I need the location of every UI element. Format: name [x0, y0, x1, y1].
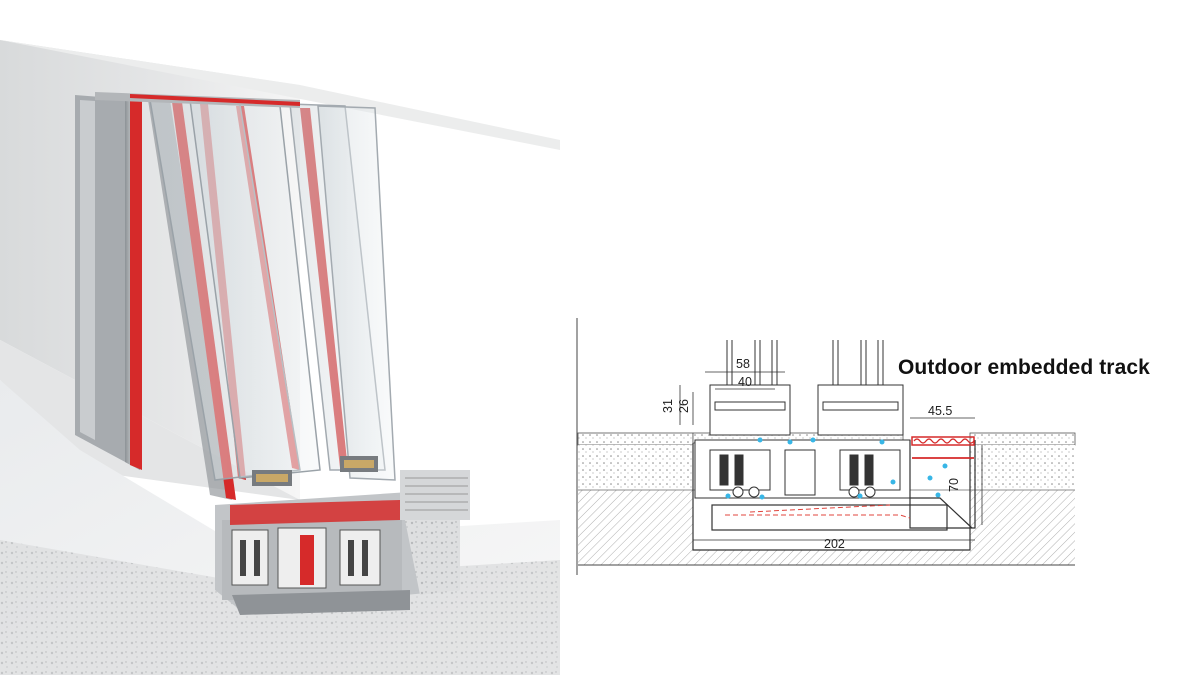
dimension-frame-outer: 31: [661, 399, 675, 413]
drainage-gutter: [909, 440, 976, 529]
sash-profiles: [709, 384, 904, 436]
dimension-lines: [679, 371, 983, 541]
water-drops: [725, 437, 948, 500]
dimension-glass-inner: 40: [738, 375, 752, 389]
track-channel: [692, 443, 971, 551]
ground-layers: [577, 432, 1076, 566]
dimension-total-width: 202: [824, 537, 845, 551]
sliding-door-cutaway-render: [0, 40, 560, 675]
track-cross-section-drawing: 58 40 31 26 45.5 70 202: [576, 318, 1076, 575]
dimension-glass-outer: 58: [736, 357, 750, 371]
gutter-grille: [911, 436, 975, 459]
glass-spacers: [252, 456, 378, 486]
glass-units: [726, 340, 884, 390]
dimension-gutter-width: 45.5: [928, 404, 952, 418]
head-profile: [95, 92, 300, 108]
frame-profiles: [694, 439, 911, 499]
dimension-gutter-depth: 70: [947, 478, 961, 492]
bottom-track-section: [215, 470, 470, 615]
water-flow-path: [725, 504, 911, 519]
dimension-frame-inner: 26: [677, 399, 691, 413]
diagram-title: Outdoor embedded track: [898, 356, 1150, 379]
glass-panes: [149, 99, 396, 481]
